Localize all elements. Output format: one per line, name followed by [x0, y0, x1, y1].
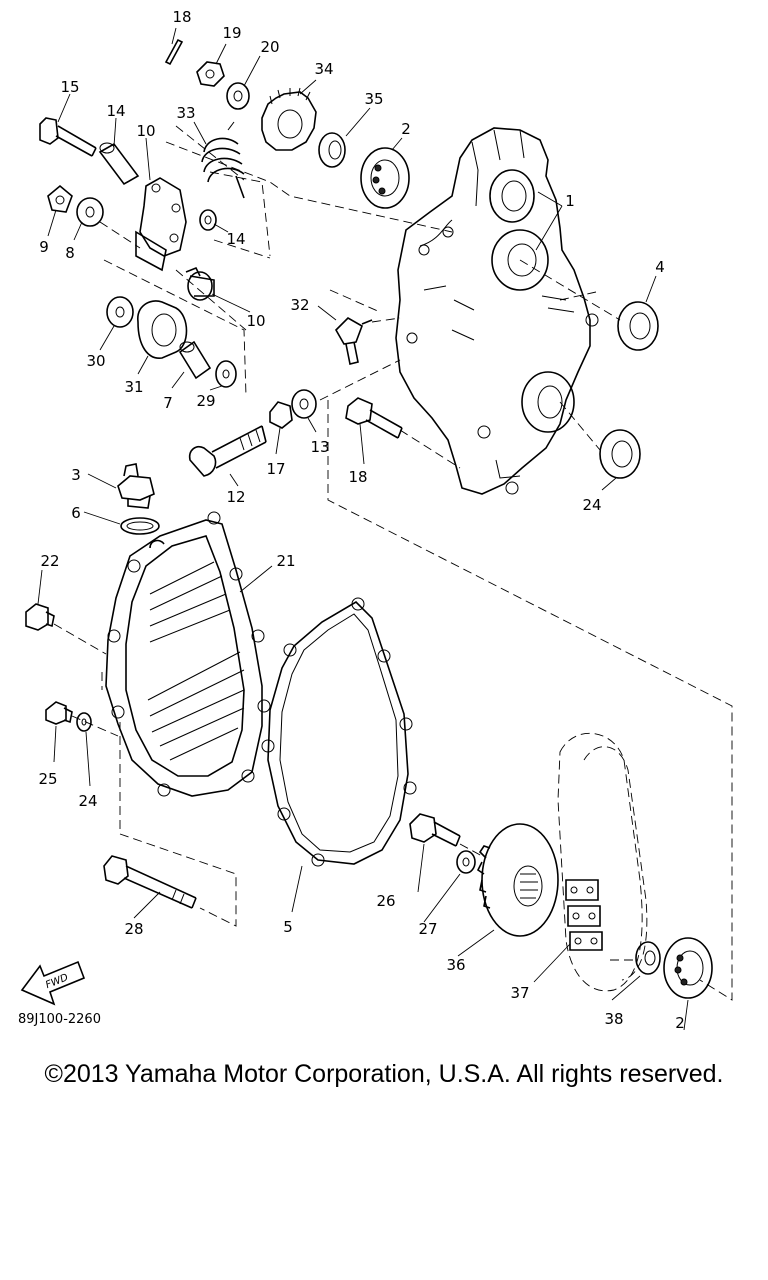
callout-label: 4	[655, 258, 665, 276]
part-1-gear-case	[395, 127, 599, 495]
part-15-sleeve	[98, 142, 140, 186]
part-23-bolt	[25, 603, 55, 631]
callout-label: 1	[565, 192, 575, 210]
callout-label: 30	[86, 352, 105, 370]
callout-label: 24	[78, 792, 97, 810]
callout-label: 36	[446, 956, 465, 974]
part-33-grease-nipple	[335, 317, 373, 365]
callout-label: 10	[246, 312, 265, 330]
callout-label: 10	[136, 122, 155, 140]
callout-label: 14	[226, 230, 245, 248]
part-34-spring	[201, 121, 245, 199]
callout-label: 25	[38, 770, 57, 788]
alignment-lines	[53, 125, 733, 1001]
part-12-bolt	[188, 425, 267, 477]
part-39-bushing	[635, 941, 661, 975]
callout-label: 17	[266, 460, 285, 478]
part-3-plug	[117, 463, 155, 509]
part-2-bearing-bottom	[663, 937, 713, 999]
part-28-washer	[456, 850, 476, 874]
part-37-sprocket	[476, 823, 559, 937]
part-16-bolt	[39, 117, 97, 157]
part-2-bearing-top	[360, 147, 410, 209]
part-10-pin	[185, 266, 215, 301]
callout-label: 27	[418, 920, 437, 938]
callout-label: 35	[364, 90, 383, 108]
part-25-washer	[76, 712, 92, 732]
part-26-bolt	[45, 701, 73, 725]
callout-label: 18	[348, 468, 367, 486]
part-36-bushing	[318, 132, 346, 168]
part-22-gear-cover	[105, 511, 271, 797]
callout-labels: 18 19 20 34 35 2 15 14 33 10 1 4 9 8 14 …	[38, 8, 684, 1030]
callout-label: 37	[510, 984, 529, 1002]
callout-label: 19	[222, 24, 241, 42]
callout-label: 14	[106, 102, 125, 120]
part-27-bolt	[409, 813, 461, 847]
part-31-washer	[106, 296, 134, 328]
part-19-cotter-pin	[164, 38, 184, 66]
callout-label: 29	[196, 392, 215, 410]
part-17-nut	[269, 401, 293, 429]
callout-label: 2	[401, 120, 411, 138]
callout-label: 3	[71, 466, 81, 484]
callout-label: 18	[172, 8, 191, 26]
callout-label: 20	[260, 38, 279, 56]
callout-label: 12	[226, 488, 245, 506]
exploded-parts-diagram: 18 19 20 34 35 2 15 14 33 10 1 4 9 8 14 …	[20, 8, 733, 1030]
callout-label: 33	[176, 104, 195, 122]
part-29-long-bolt	[103, 855, 197, 909]
callout-label: 32	[290, 296, 309, 314]
callout-label: 34	[314, 60, 333, 78]
part-30-washer	[215, 360, 237, 388]
part-8-washer	[76, 197, 104, 227]
part-14-washer	[199, 209, 217, 231]
leader-lines	[37, 27, 689, 1030]
callout-label: 9	[39, 238, 49, 256]
callout-label: 2	[675, 1014, 685, 1030]
callout-label: 24	[582, 496, 601, 514]
callout-label: 28	[124, 920, 143, 938]
callout-label: 15	[60, 78, 79, 96]
part-6-o-ring	[120, 517, 160, 535]
callout-label: 21	[276, 552, 295, 570]
part-20-nut	[196, 61, 225, 87]
diagram-code: 89J100-2260	[18, 1012, 101, 1027]
part-5-gasket	[261, 597, 417, 867]
part-18-bolt	[345, 397, 403, 439]
copyright-notice: ©2013 Yamaha Motor Corporation, U.S.A. A…	[44, 1060, 724, 1088]
callout-label: 5	[283, 918, 293, 936]
callout-label: 26	[376, 892, 395, 910]
part-24-oil-seal	[599, 429, 641, 479]
callout-label: 31	[124, 378, 143, 396]
callout-label: 22	[40, 552, 59, 570]
part-21-washer	[226, 82, 250, 110]
part-35-gear	[261, 87, 317, 151]
callout-label: 38	[604, 1010, 623, 1028]
callout-label: 8	[65, 244, 75, 262]
part-32-roller	[137, 300, 188, 359]
callout-label: 7	[163, 394, 173, 412]
fwd-arrow-icon: FWD	[20, 960, 86, 1006]
part-11-bracket	[135, 177, 187, 272]
part-38-chain	[557, 732, 648, 992]
part-13-spacer	[291, 389, 317, 419]
callout-label: 13	[310, 438, 329, 456]
part-7-sleeve	[178, 340, 212, 380]
part-4-oil-seal	[617, 301, 659, 351]
part-9-clip	[47, 184, 73, 213]
callout-label: 6	[71, 504, 81, 522]
